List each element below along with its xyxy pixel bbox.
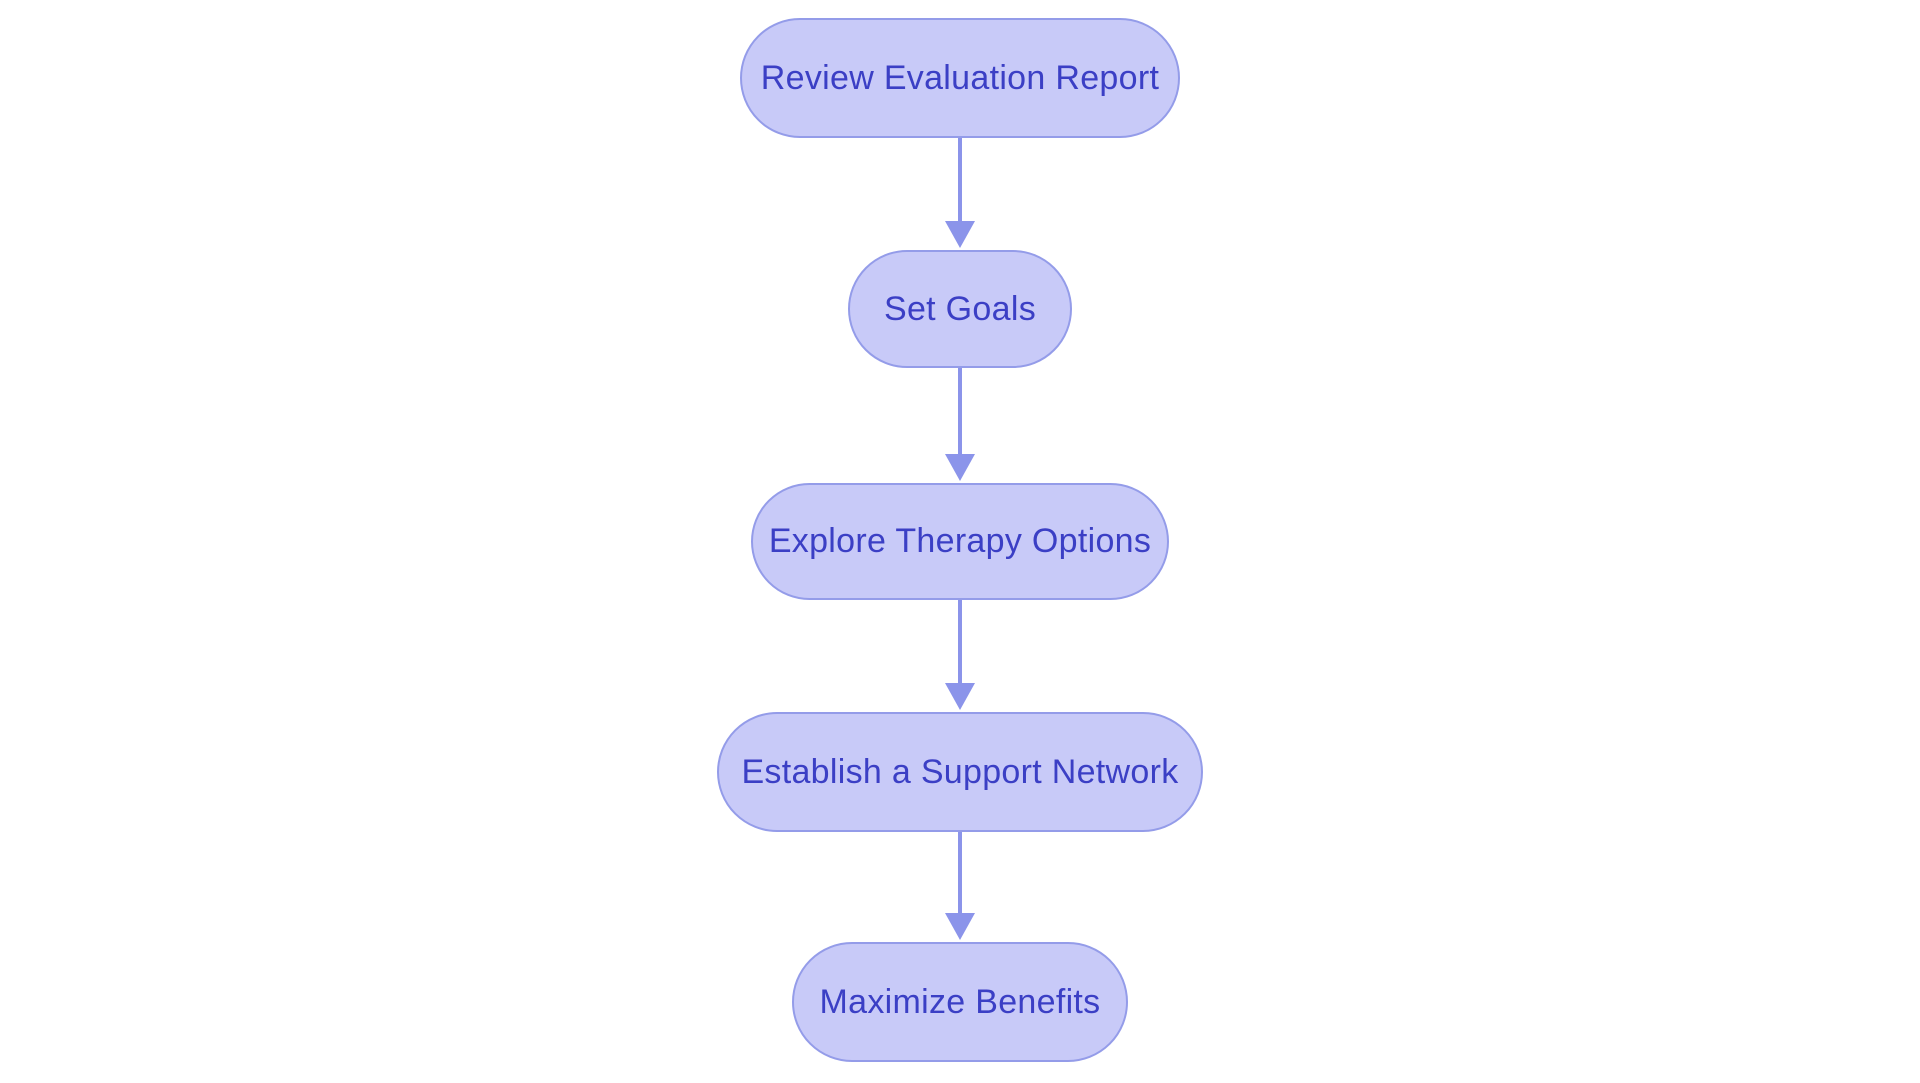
arrow-shaft	[958, 600, 962, 686]
arrow-down-icon	[945, 454, 975, 481]
arrow-shaft	[958, 832, 962, 916]
flow-node-review-evaluation-report: Review Evaluation Report	[740, 18, 1180, 138]
flow-node-label: Establish a Support Network	[741, 752, 1179, 791]
flow-node-set-goals: Set Goals	[848, 250, 1072, 368]
flow-edge-n2-n3	[945, 368, 975, 481]
flow-node-establish-a-support-network: Establish a Support Network	[717, 712, 1203, 832]
flow-node-label: Explore Therapy Options	[768, 522, 1152, 560]
flow-node-label: Maximize Benefits	[819, 982, 1101, 1021]
arrow-shaft	[958, 138, 962, 224]
flow-node-maximize-benefits: Maximize Benefits	[792, 942, 1128, 1062]
flow-node-label: Review Evaluation Report	[760, 58, 1160, 97]
flow-edge-n1-n2	[945, 138, 975, 248]
arrow-down-icon	[945, 683, 975, 710]
arrow-down-icon	[945, 221, 975, 248]
flow-node-label: Set Goals	[884, 289, 1036, 328]
arrow-down-icon	[945, 913, 975, 940]
arrow-shaft	[958, 368, 962, 457]
flow-edge-n3-n4	[945, 600, 975, 710]
flow-edge-n4-n5	[945, 832, 975, 940]
flow-node-explore-therapy-options: Explore Therapy Options	[751, 483, 1169, 600]
